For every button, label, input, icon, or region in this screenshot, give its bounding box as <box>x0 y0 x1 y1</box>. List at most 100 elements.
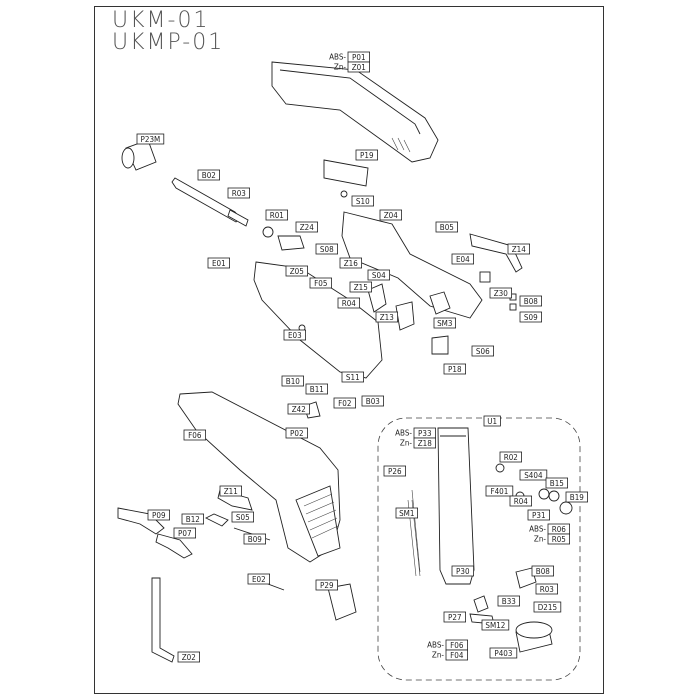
callout-code-f04: F04 <box>450 651 464 660</box>
callout-p33: ABS-P33 <box>395 427 437 439</box>
callout-code-b08b: B08 <box>536 567 551 576</box>
callout-b08: B08 <box>519 295 543 307</box>
callout-z13: Z13 <box>375 311 399 323</box>
callout-code-sm3: SM3 <box>437 319 452 328</box>
callout-r03b: R03 <box>535 583 559 595</box>
callout-code-p27: P27 <box>448 613 462 622</box>
magazine-part <box>407 427 573 653</box>
callout-code-u1: U1 <box>487 417 497 426</box>
callout-code-z30: Z30 <box>494 289 509 298</box>
callout-p31: P31 <box>527 509 551 521</box>
callout-box-z30 <box>489 287 513 299</box>
callout-code-b12: B12 <box>186 515 200 524</box>
callout-box-b11 <box>305 383 329 395</box>
slide-part <box>271 61 439 163</box>
callout-box-p02 <box>285 427 309 439</box>
callout-r01: R01 <box>265 209 289 221</box>
magazine-group-box <box>377 417 581 681</box>
callout-code-s09: S09 <box>524 313 538 322</box>
callout-r06: ABS-R06 <box>529 523 571 535</box>
callout-f02: F02 <box>333 397 357 409</box>
callout-box-s09 <box>519 311 543 323</box>
callout-r04: R04 <box>337 297 361 309</box>
callout-box-b08b <box>531 565 555 577</box>
callout-box-z11 <box>219 485 243 497</box>
callout-box-p403 <box>489 647 518 659</box>
callout-b15: B15 <box>545 477 569 489</box>
callout-box-r03b <box>535 583 559 595</box>
callout-box-s404 <box>519 469 548 481</box>
callout-code-z04: Z04 <box>384 211 399 220</box>
callout-box-d215 <box>533 601 562 613</box>
callout-box-r03 <box>227 187 251 199</box>
callout-box-z13 <box>375 311 399 323</box>
callout-box-b10 <box>281 375 305 387</box>
callout-box-z18 <box>413 437 437 449</box>
callout-box-e03 <box>283 329 307 341</box>
callout-f04: Zn-F04 <box>432 649 469 661</box>
callout-b02: B02 <box>197 169 221 181</box>
callout-code-e04: E04 <box>456 255 470 264</box>
callout-code-z01: Z01 <box>352 63 366 72</box>
hex-key-part <box>151 577 175 663</box>
barrel-part <box>121 139 249 227</box>
callout-code-r03b: R03 <box>540 585 554 594</box>
callout-e02: E02 <box>247 573 271 585</box>
callout-box-b08 <box>519 295 543 307</box>
callout-s10: S10 <box>351 195 375 207</box>
callout-z18: Zn-Z18 <box>400 437 437 449</box>
model-title-1: UKM-01 <box>112 8 210 33</box>
callout-box-r02 <box>499 451 523 463</box>
callout-box-p30 <box>451 565 475 577</box>
callout-p23m: P23M <box>136 133 165 145</box>
callout-prefix-r06: ABS- <box>529 525 546 534</box>
small-parts-upper <box>298 159 523 355</box>
callout-r02: R02 <box>499 451 523 463</box>
callout-box-s08 <box>315 243 339 255</box>
callout-code-b33: B33 <box>502 597 516 606</box>
callout-code-z11: Z11 <box>224 487 238 496</box>
callout-code-s08: S08 <box>320 245 334 254</box>
callout-code-p31: P31 <box>532 511 546 520</box>
callout-box-sm12 <box>481 619 510 631</box>
callout-z14: Z14 <box>507 243 531 255</box>
callout-prefix-p33: ABS- <box>395 429 412 438</box>
callout-p01: ABS-P01 <box>329 51 371 63</box>
callout-b12: B12 <box>181 513 205 525</box>
callout-box-p27 <box>443 611 467 623</box>
callout-code-b15: B15 <box>550 479 564 488</box>
callout-code-r01: R01 <box>270 211 284 220</box>
callout-box-r05 <box>547 533 571 545</box>
callout-code-sm12: SM12 <box>485 621 505 630</box>
callout-code-d215: D215 <box>538 603 557 612</box>
callout-f401: F401 <box>485 485 514 497</box>
callout-b03: B03 <box>361 395 385 407</box>
callout-s05: S05 <box>231 511 255 523</box>
callout-box-z42 <box>287 403 311 415</box>
callout-code-z42: Z42 <box>292 405 306 414</box>
callout-f06b: ABS-F06 <box>427 639 469 651</box>
callout-box-b19 <box>565 491 589 503</box>
callout-code-s06: S06 <box>476 347 490 356</box>
callout-code-s05: S05 <box>236 513 250 522</box>
callout-z24: Z24 <box>295 221 319 233</box>
callout-r03: R03 <box>227 187 251 199</box>
callout-box-p09 <box>147 509 171 521</box>
callout-p403: P403 <box>489 647 518 659</box>
model-title-2: UKMP-01 <box>112 30 225 55</box>
callout-box-f401 <box>485 485 514 497</box>
callout-code-e03: E03 <box>288 331 302 340</box>
callout-box-p29 <box>315 579 339 591</box>
callout-box-z24 <box>295 221 319 233</box>
callout-box-r04 <box>337 297 361 309</box>
callout-code-b11: B11 <box>310 385 324 394</box>
callout-p09: P09 <box>147 509 171 521</box>
callout-code-f02: F02 <box>338 399 351 408</box>
callout-code-p29: P29 <box>320 581 334 590</box>
callout-code-b09: B09 <box>248 535 263 544</box>
callout-prefix-p01: ABS- <box>329 53 346 62</box>
callout-z11: Z11 <box>219 485 243 497</box>
callout-z42: Z42 <box>287 403 311 415</box>
callout-z30: Z30 <box>489 287 513 299</box>
